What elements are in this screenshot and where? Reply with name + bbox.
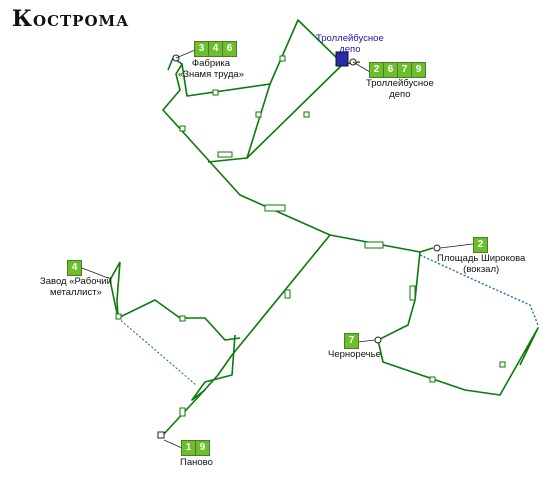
stop-panovo [157, 431, 165, 439]
map-title: Кострома [12, 6, 130, 32]
leader-lines [81, 49, 474, 449]
depot-icon-label: Троллейбусное депо [316, 33, 384, 55]
route-number: 2 [370, 63, 383, 77]
stop-label-line: Завод «Рабочий [40, 276, 112, 287]
route-number: 9 [196, 441, 209, 455]
leader-znamya [175, 49, 196, 59]
stop-label-panovo: Паново [180, 457, 213, 468]
marker-14 [499, 361, 506, 368]
marker-3 [255, 111, 262, 118]
route-number: 6 [384, 63, 397, 77]
service-track-west [117, 317, 197, 386]
marker-10 [409, 285, 416, 301]
route-number: 6 [223, 42, 236, 56]
marker-2 [179, 125, 186, 132]
line-depot-branch [246, 63, 344, 159]
depot-building-icon [335, 51, 349, 67]
stop-label-line: Троллейбусное [366, 78, 434, 89]
route-box-zavod: 4 [67, 260, 82, 276]
leader-depot [352, 61, 371, 73]
route-number: 9 [412, 63, 425, 77]
marker-1 [212, 89, 219, 96]
track-markers [115, 55, 506, 417]
stop-label-line: Троллейбусное [316, 33, 384, 44]
leader-zavod [81, 267, 109, 279]
route-box-depot: 2 6 7 9 [369, 62, 426, 78]
stop-label-depot: Троллейбусное депо [366, 78, 434, 100]
stop-label-line: Черноречье [328, 349, 381, 360]
line-shirokova [419, 247, 434, 253]
line-chernorechye [377, 251, 539, 396]
route-number: 4 [209, 42, 222, 56]
marker-13 [429, 376, 436, 383]
marker-7 [264, 204, 286, 212]
route-box-znamya: 3 4 6 [194, 41, 237, 57]
stop-label-line: Паново [180, 457, 213, 468]
line-panovo-parallel [191, 334, 236, 401]
stop-label-line: депо [389, 89, 411, 100]
line-depot-west [207, 157, 248, 163]
stop-label-line: «Знамя труда» [178, 69, 244, 80]
route-number: 2 [474, 238, 487, 252]
leader-shirokova [439, 243, 474, 249]
stop-label-line: Фабрика [191, 58, 231, 69]
stop-label-znamya: Фабрика «Знамя труда» [178, 58, 244, 80]
line-zavod-return [116, 261, 121, 319]
leader-chernorechye [357, 339, 376, 343]
stop-label-zavod: Завод «Рабочий металлист» [40, 276, 112, 298]
stop-shirokova [433, 244, 441, 252]
marker-8 [364, 241, 384, 249]
marker-15 [179, 407, 186, 417]
route-box-panovo: 1 9 [181, 440, 210, 456]
line-panovo [162, 234, 331, 436]
marker-5 [303, 111, 310, 118]
marker-9 [284, 289, 291, 299]
stop-chernorechye [374, 336, 382, 344]
marker-6 [217, 151, 233, 158]
stop-label-line: металлист» [50, 287, 102, 298]
route-number: 7 [345, 334, 358, 348]
stop-label-line: Площадь Широкова [437, 253, 526, 264]
line-zavod [109, 261, 241, 341]
marker-4 [279, 55, 286, 62]
route-number: 4 [68, 261, 81, 275]
route-box-shirokova: 2 [473, 237, 488, 253]
marker-12 [115, 313, 122, 320]
stop-label-line: (вокзал) [463, 264, 500, 275]
route-number: 7 [398, 63, 411, 77]
route-lines [109, 19, 539, 436]
route-box-chernorechye: 7 [344, 333, 359, 349]
stop-points [157, 54, 441, 439]
route-number: 1 [182, 441, 195, 455]
route-number: 3 [195, 42, 208, 56]
marker-11 [179, 315, 186, 322]
leader-panovo [163, 439, 183, 449]
stop-label-chernorechye: Черноречье [328, 349, 381, 360]
stop-label-line: депо [339, 44, 361, 55]
stop-label-shirokova: Площадь Широкова (вокзал) [437, 253, 525, 275]
